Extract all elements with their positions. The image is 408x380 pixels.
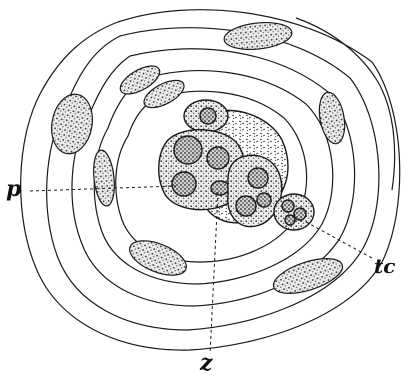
nucleus-r-1 [248,168,268,188]
nucleus-bottom-right [269,252,346,301]
crossing-fiber [296,18,395,190]
nucleus-tc-1 [282,200,294,212]
cell-upper-nucleus [200,108,216,124]
nucleus-right [316,90,349,145]
nucleus-r-2 [236,196,256,216]
nucleus-p-3 [172,172,196,196]
label-z: z [200,350,213,376]
cell-right-group [228,155,282,226]
nucleus-tc-2 [294,208,306,220]
nucleus-tc-3 [285,215,295,225]
nucleus-r-3 [257,193,271,207]
nucleus-top [223,20,293,53]
leader-tc [306,222,372,258]
nucleus-bottom-left [125,234,191,282]
nucleus-z [211,181,229,195]
nucleus-p-2 [207,147,229,169]
label-p: p [6,176,21,202]
nucleus-left [47,91,97,157]
label-tc: tc [374,254,395,278]
nucleus-p-1 [174,136,202,164]
